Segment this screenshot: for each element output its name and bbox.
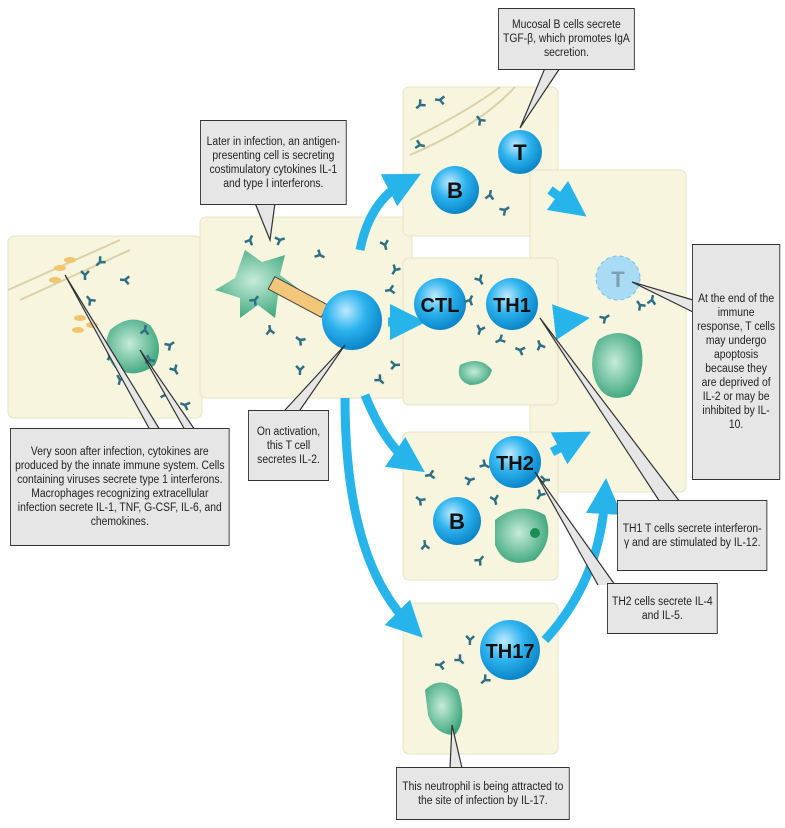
cytokine-molecule <box>179 401 191 411</box>
apoptotic-t-cell <box>595 255 641 301</box>
cytokine-molecule <box>635 300 646 311</box>
label-ctl: CTL <box>421 295 460 317</box>
cytokine-molecule <box>85 295 96 306</box>
label-b2: B <box>449 509 465 534</box>
cytokine-molecule <box>389 360 401 371</box>
cytokine-molecule <box>479 459 490 469</box>
cytokine-molecule <box>314 249 326 259</box>
arrow-mucosal-out <box>546 180 587 217</box>
th2-cell <box>489 436 541 488</box>
cytokine-molecule <box>249 295 260 306</box>
cytokine-molecule <box>164 341 175 351</box>
arrow-to-mucosal <box>355 173 422 251</box>
label-th2: TH2 <box>496 453 534 475</box>
cytokine-molecule <box>415 495 426 506</box>
cytokine-molecule <box>95 256 106 267</box>
cells: T B CTL TH1 TH2 B TH17 T <box>322 130 641 680</box>
cytokine-molecule <box>379 239 389 251</box>
cytokine-molecule <box>465 635 475 646</box>
cytokine-molecule <box>489 494 499 506</box>
antigen-presenting-cell <box>215 250 300 318</box>
arrows <box>340 173 622 644</box>
label-th1: TH1 <box>493 295 531 317</box>
cytokine-molecule <box>434 660 446 671</box>
label-t: T <box>513 140 527 165</box>
cytokine-molecule <box>424 469 436 480</box>
ctl-cell <box>414 278 466 330</box>
cytokine-molecule <box>80 270 90 280</box>
arrow-th2-out <box>549 431 591 465</box>
granule <box>530 528 540 538</box>
cytokine-molecule <box>514 346 526 356</box>
activated-t-cell <box>322 290 382 350</box>
arrow-th1-out <box>552 304 590 340</box>
cytokine-molecule <box>295 365 305 376</box>
cytokine-molecule <box>119 275 131 286</box>
callout-early-infection: Very soon after infection, cytokines are… <box>10 428 230 546</box>
neutrophil <box>425 682 463 735</box>
callout-apoptosis: At the end of the immune response, T cel… <box>692 244 781 480</box>
label-th17: TH17 <box>486 641 535 663</box>
callout-pointers <box>64 67 694 769</box>
cytokine-molecule <box>454 654 465 665</box>
cytokine-molecule <box>434 95 446 106</box>
cytokine-molecule <box>474 274 484 285</box>
cytokine-molecule <box>420 539 431 551</box>
arrow-to-th2 <box>360 393 425 473</box>
cytokine-molecule <box>295 336 306 346</box>
cytokine-molecule <box>169 364 179 375</box>
cytokine-molecule <box>480 674 491 685</box>
cytokine-molecule <box>265 324 276 336</box>
macrophage <box>592 332 643 398</box>
epithelium <box>7 86 516 301</box>
cytokine-molecule <box>464 294 474 306</box>
th17-cell <box>480 620 540 680</box>
th1-cell <box>486 278 538 330</box>
callout-activation: On activation, this T cell secretes IL-2… <box>248 410 329 481</box>
cytokine-molecule <box>475 115 486 126</box>
t-cell-mucosal <box>498 130 542 174</box>
arrow-to-th17 <box>340 397 423 638</box>
cytokine-molecule <box>474 555 485 566</box>
callout-later-infection: Later in infection, an antigen-presentin… <box>200 120 347 205</box>
cytokine-molecule <box>415 99 426 110</box>
arrow-th17-out <box>541 478 622 644</box>
panel-th17 <box>402 602 559 755</box>
cytokine-molecule <box>476 324 486 336</box>
callout-th1: TH1 T cells secrete interferon-γ and are… <box>617 500 768 571</box>
b-cell-mucosal <box>431 166 479 214</box>
callout-th2: TH2 cells secrete IL-4 and IL-5. <box>607 583 718 634</box>
cytokine-molecule <box>391 264 401 275</box>
label-b: B <box>447 178 463 203</box>
cytokine-molecule <box>244 234 254 246</box>
cytokine-molecule <box>494 334 506 344</box>
cytokine-molecule <box>139 324 150 336</box>
cytokine-molecule <box>599 314 610 324</box>
cytokine-molecule <box>499 206 510 216</box>
cytokine-molecule <box>374 374 385 385</box>
cytokine-molecule <box>414 139 426 150</box>
callout-neutrophil: This neutrophil is being attracted to th… <box>396 767 570 820</box>
neutrophil <box>458 361 492 385</box>
callout-mucosal: Mucosal B cells secrete TGF-β, which pro… <box>498 8 635 70</box>
cytokine-molecule <box>464 476 476 486</box>
label-t-faded: T <box>611 267 625 292</box>
bacteria <box>49 257 98 333</box>
cytokine-molecule <box>536 339 546 351</box>
cytokine-molecule <box>384 284 396 295</box>
cytokine-molecule <box>646 294 657 306</box>
macrophage <box>495 508 549 563</box>
cytokine-molecule <box>536 489 546 500</box>
cytokine-molecule <box>274 236 286 246</box>
b-cell-th2 <box>433 497 481 545</box>
cytokine-molecule <box>484 189 495 201</box>
